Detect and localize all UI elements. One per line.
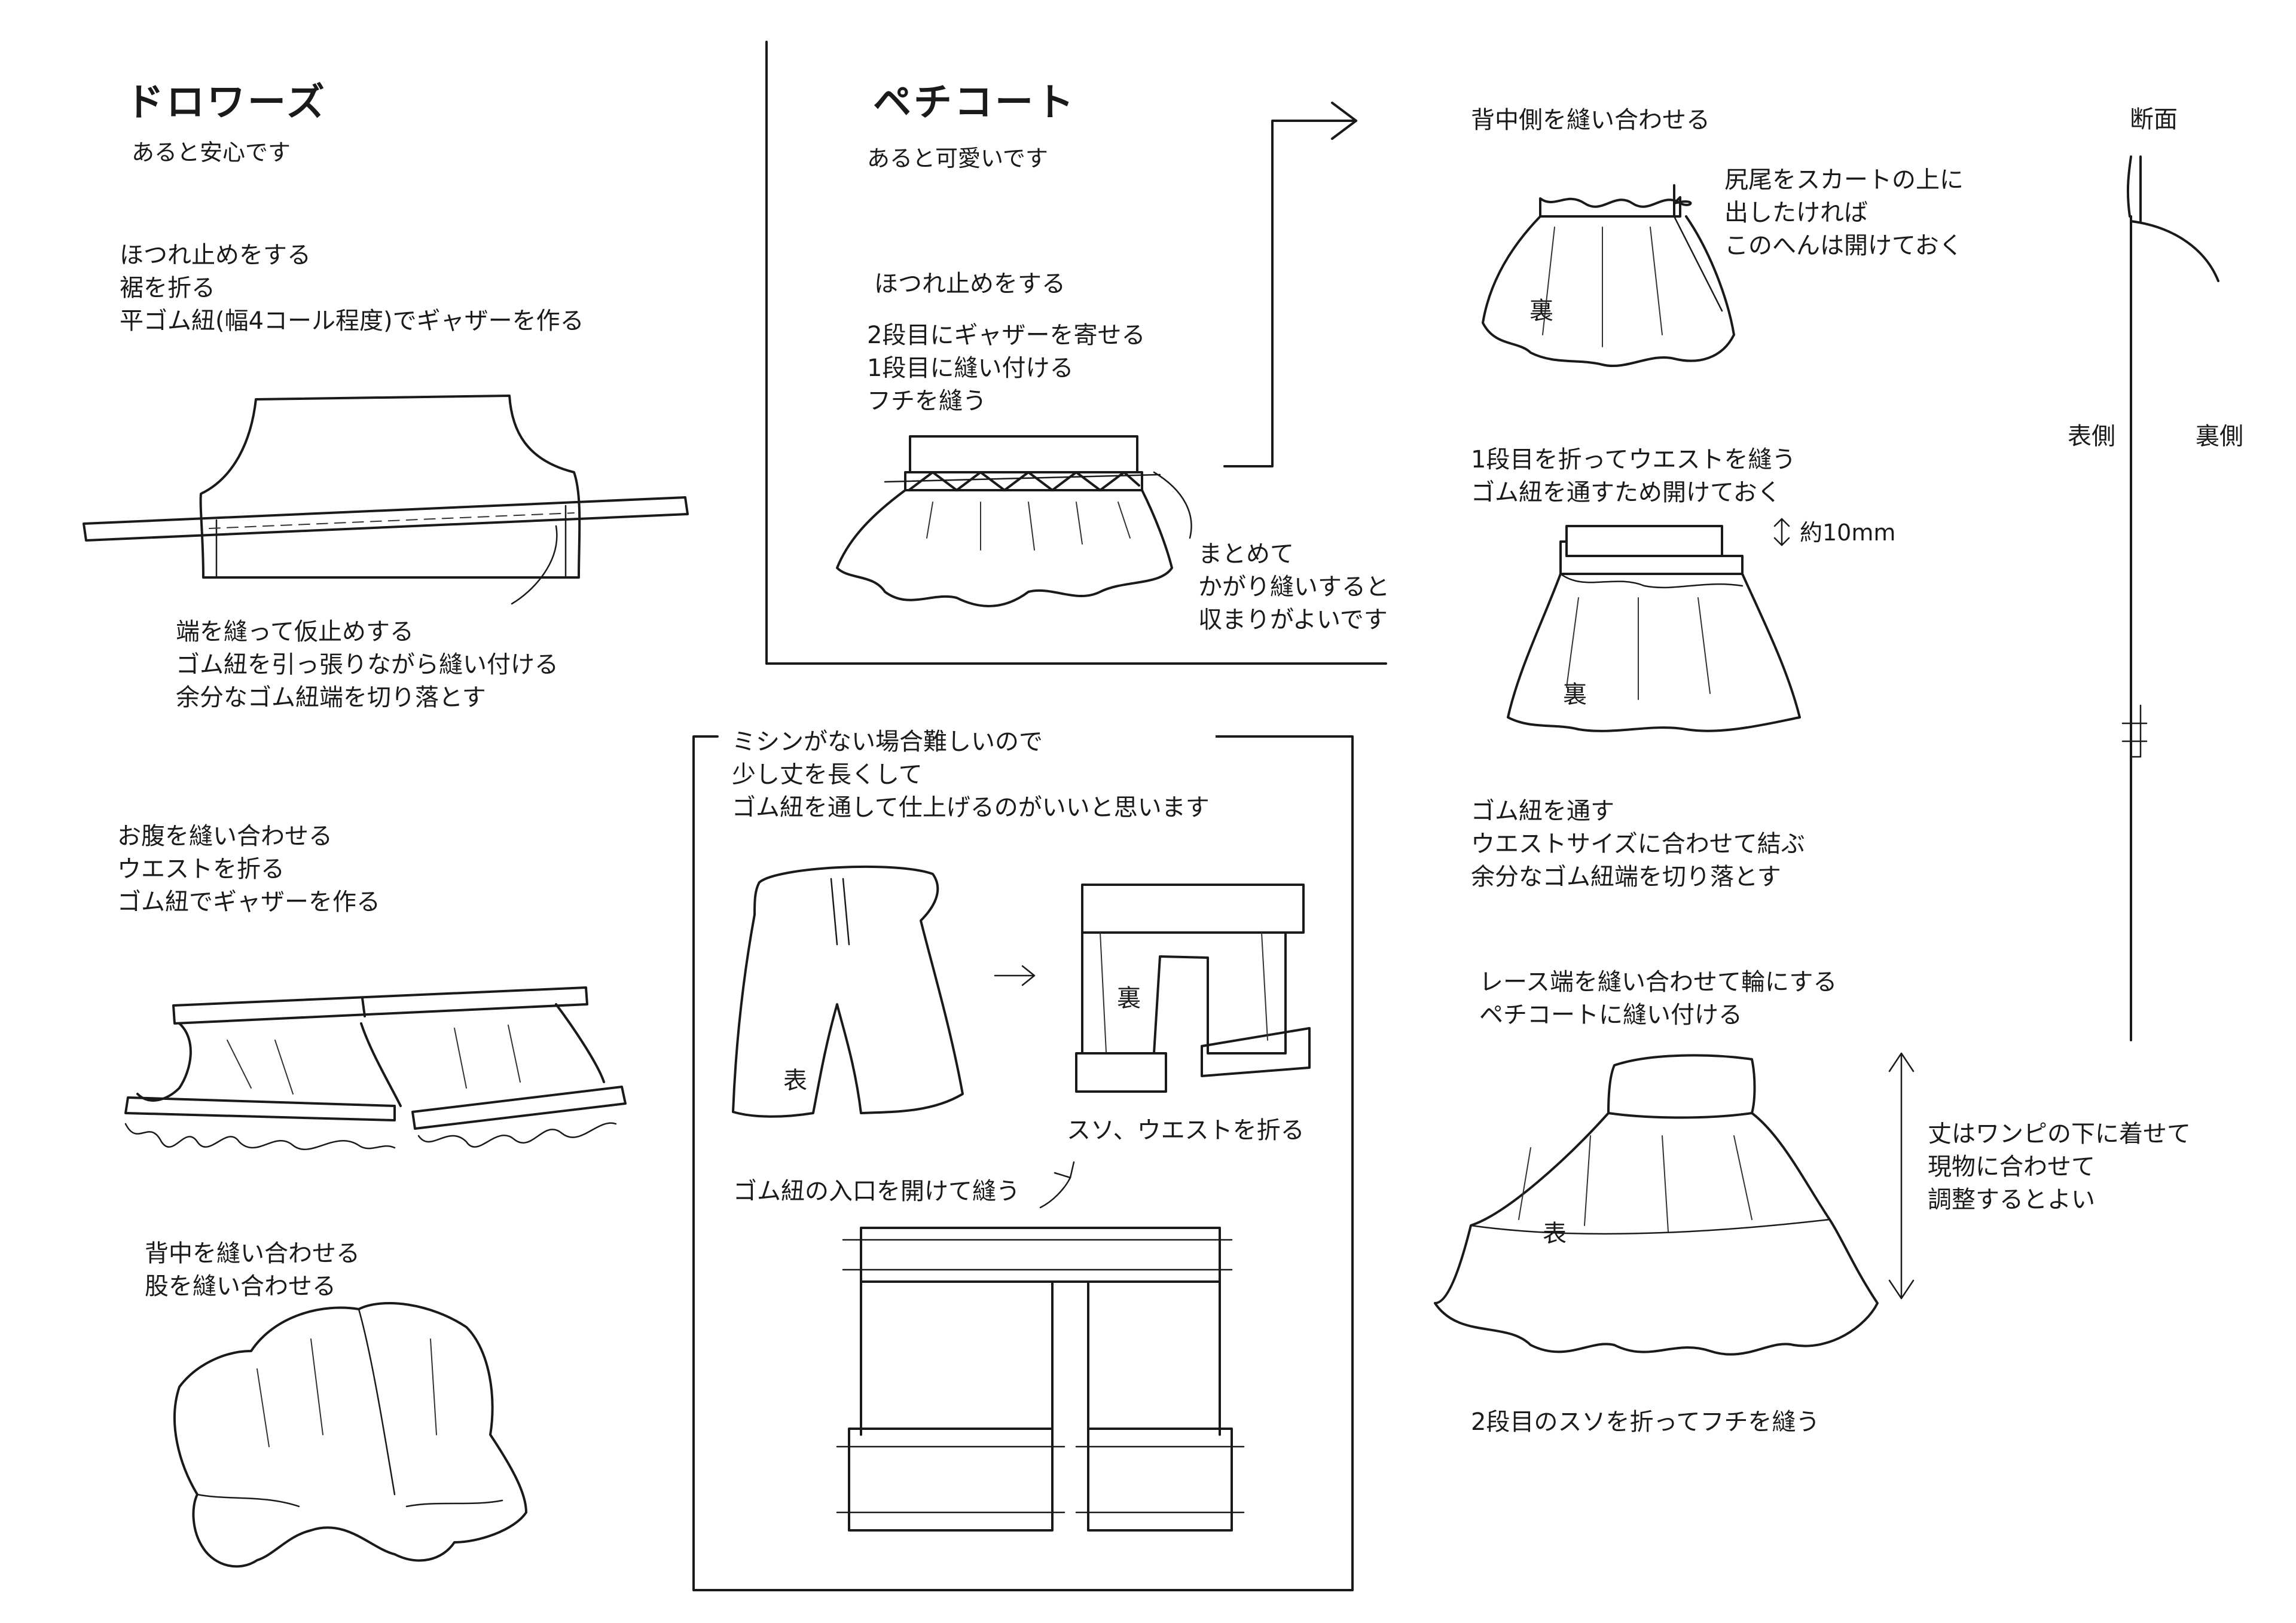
petticoat-back-reverse-label: 裏 bbox=[1529, 297, 1553, 325]
petticoat-finished bbox=[1435, 1053, 1913, 1355]
petticoat-elastic-note: ゴム紐を通す ウエストサイズに合わせて結ぶ 余分なゴム紐端を切り落とす bbox=[1471, 797, 1805, 891]
drawers-step4: 背中を縫い合わせる 股を縫い合わせる bbox=[145, 1240, 360, 1301]
cross-section-front-side: 表側 bbox=[2068, 423, 2115, 450]
alt-shorts-back-label: 裏 bbox=[1117, 985, 1141, 1012]
petticoat-waist-fold bbox=[1508, 519, 1800, 731]
drawers-subtitle: あると安心です bbox=[132, 139, 291, 166]
petticoat-title: ペチコート bbox=[873, 81, 1076, 125]
drawers-finished bbox=[175, 1303, 526, 1566]
cross-section-back-side: 裏側 bbox=[2196, 423, 2243, 450]
alt-fold-note: スソ、ウエストを折る bbox=[1067, 1117, 1305, 1144]
petticoat-lace-note: レース端を縫い合わせて輪にする ペチコートに縫い付ける bbox=[1479, 968, 1837, 1029]
alt-shorts-front-label: 表 bbox=[783, 1067, 807, 1095]
alt-entrance-note: ゴム紐の入口を開けて縫う bbox=[733, 1178, 1020, 1205]
petticoat-waist-note: 1段目を折ってウエストを縫う ゴム紐を通すため開けておく bbox=[1471, 446, 1796, 507]
alt-method-frame bbox=[694, 736, 1352, 1590]
drawers-flat-pattern bbox=[84, 396, 688, 604]
petticoat-gathering bbox=[837, 436, 1192, 606]
alt-method-heading: ミシンがない場合難しいので 少し丈を長くして ゴム紐を通して仕上げるのがいいと思… bbox=[726, 726, 1216, 825]
cross-section-diagram bbox=[2123, 157, 2218, 1040]
drawers-step1: ほつれ止めをする 裾を折る 平ゴム紐(幅4コール程度)でギャザーを作る bbox=[120, 242, 584, 335]
petticoat-waist-reverse-label: 裏 bbox=[1563, 681, 1587, 708]
petticoat-length-note: 丈はワンピの下に着せて 現物に合わせて 調整するとよい bbox=[1928, 1120, 2191, 1214]
petticoat-tail-note: 尻尾をスカートの上に 出したければ このへんは開けておく bbox=[1724, 166, 1964, 260]
petticoat-back-seam-label: 背中側を縫い合わせる bbox=[1471, 106, 1710, 134]
flow-arrow-icon bbox=[1225, 103, 1356, 466]
petticoat-section-frame bbox=[767, 42, 1386, 664]
petticoat-subtitle: あると可愛いです bbox=[867, 145, 1048, 172]
petticoat-step2: 2段目にギャザーを寄せる 1段目に縫い付ける フチを縫う bbox=[867, 322, 1146, 415]
petticoat-step1: ほつれ止めをする bbox=[874, 270, 1065, 298]
cross-section-title: 断面 bbox=[2130, 106, 2178, 133]
drawers-gathered bbox=[126, 988, 625, 1150]
petticoat-overcast-note: まとめて かがり縫いすると 収まりがよいです bbox=[1198, 540, 1390, 634]
alt-sewing-channel bbox=[837, 1162, 1244, 1530]
petticoat-back-seam bbox=[1483, 185, 1734, 366]
drawers-title: ドロワーズ bbox=[126, 81, 327, 125]
petticoat-front-label: 表 bbox=[1543, 1220, 1567, 1248]
petticoat-hem-note: 2段目のスソを折ってフチを縫う bbox=[1471, 1408, 1820, 1436]
petticoat-size-note: 約10mm bbox=[1800, 519, 1896, 546]
alt-shorts-front bbox=[733, 867, 1034, 1117]
alt-shorts-back bbox=[1076, 885, 1309, 1092]
drawers-step3: お腹を縫い合わせる ウエストを折る ゴム紐でギャザーを作る bbox=[117, 823, 380, 916]
drawers-step2: 端を縫って仮止めする ゴム紐を引っ張りながら縫い付ける 余分なゴム紐端を切り落と… bbox=[176, 618, 558, 712]
